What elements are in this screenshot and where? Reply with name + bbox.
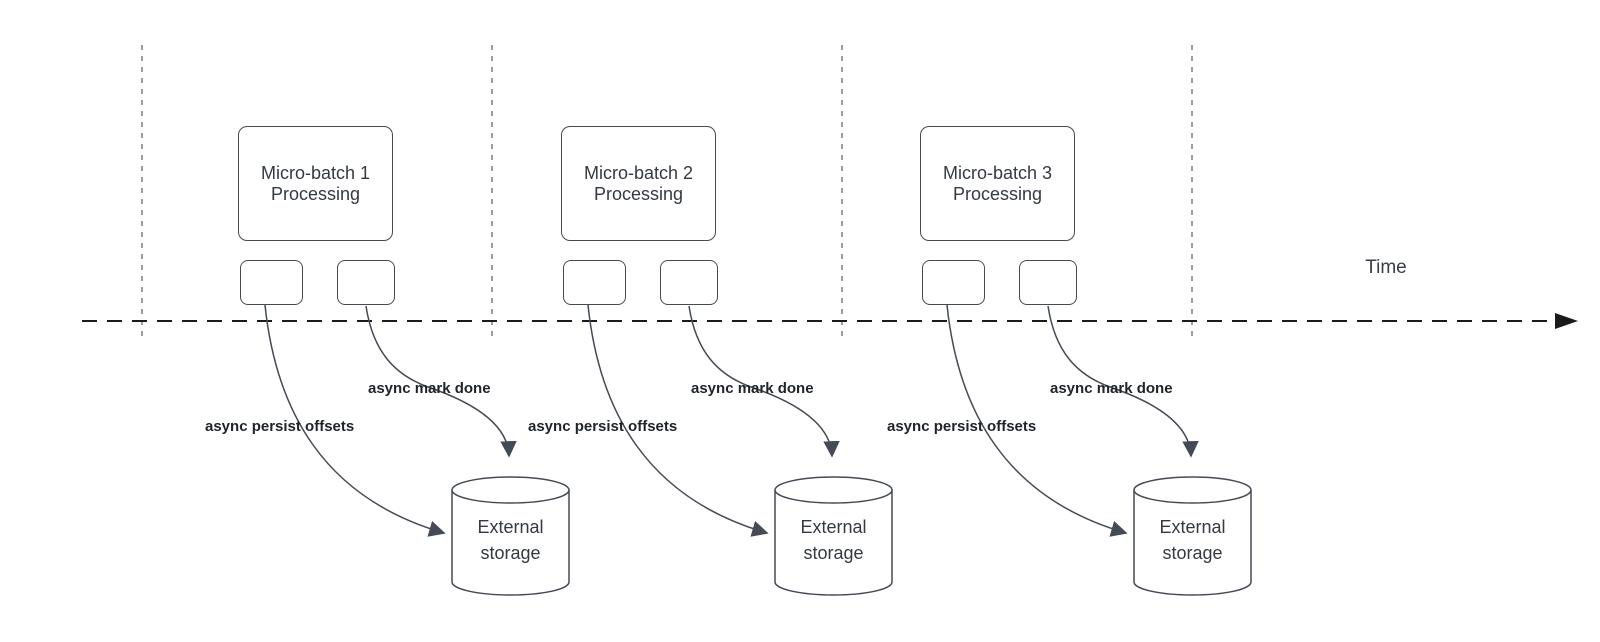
external-storage-cylinder-body bbox=[451, 490, 570, 596]
micro-batch-box-subtitle: Processing bbox=[270, 183, 361, 204]
time-axis-label: Time bbox=[1365, 257, 1407, 278]
persist-offsets-arrow bbox=[587, 304, 769, 537]
persist-offsets-arrow-label: async persist offsets bbox=[205, 418, 355, 435]
mark-done-arrow bbox=[1047, 305, 1199, 458]
mark-done-arrow-label: async mark done bbox=[691, 380, 814, 397]
external-storage-cylinder-top bbox=[451, 476, 570, 504]
offset-task-rect bbox=[240, 260, 303, 305]
mark-done-task-rect bbox=[660, 260, 718, 305]
external-storage-label: External storage bbox=[1134, 514, 1251, 566]
micro-batch-box-title: Micro-batch 3 bbox=[942, 162, 1053, 183]
batch-1-shapes bbox=[264, 304, 570, 596]
external-storage-cylinder-body bbox=[1133, 490, 1252, 596]
external-storage-label-line2: storage bbox=[1162, 543, 1223, 563]
mark-done-arrow bbox=[688, 305, 840, 458]
mark-done-task-rect bbox=[1019, 260, 1077, 305]
micro-batch-1-processing-box: Micro-batch 1 Processing bbox=[238, 126, 393, 241]
external-storage-label-line1: External bbox=[800, 517, 867, 537]
external-storage-label: External storage bbox=[452, 514, 569, 566]
persist-offsets-arrow bbox=[264, 304, 446, 537]
micro-batch-3-processing-box: Micro-batch 3 Processing bbox=[920, 126, 1075, 241]
offset-task-rect bbox=[922, 260, 985, 305]
external-storage-label-line2: storage bbox=[480, 543, 541, 563]
time-axis-arrowhead-icon bbox=[1555, 313, 1578, 329]
micro-batch-box-title: Micro-batch 1 bbox=[260, 162, 371, 183]
external-storage-cylinder-top bbox=[1133, 476, 1252, 504]
batch-3-shapes bbox=[946, 304, 1252, 596]
persist-offsets-arrow-label: async persist offsets bbox=[528, 418, 678, 435]
mark-done-arrow-label: async mark done bbox=[1050, 380, 1173, 397]
persist-offsets-arrow bbox=[946, 304, 1128, 537]
micro-batch-box-title: Micro-batch 2 bbox=[583, 162, 694, 183]
external-storage-label-line1: External bbox=[477, 517, 544, 537]
external-storage-label: External storage bbox=[775, 514, 892, 566]
offset-task-rect bbox=[563, 260, 626, 305]
mark-done-arrow-label: async mark done bbox=[368, 380, 491, 397]
batch-2-shapes bbox=[587, 304, 893, 596]
persist-offsets-arrow-label: async persist offsets bbox=[887, 418, 1037, 435]
micro-batch-2-processing-box: Micro-batch 2 Processing bbox=[561, 126, 716, 241]
external-storage-label-line2: storage bbox=[803, 543, 864, 563]
mark-done-task-rect bbox=[337, 260, 395, 305]
external-storage-cylinder-body bbox=[774, 490, 893, 596]
micro-batch-box-subtitle: Processing bbox=[952, 183, 1043, 204]
external-storage-label-line1: External bbox=[1159, 517, 1226, 537]
micro-batch-box-subtitle: Processing bbox=[593, 183, 684, 204]
external-storage-cylinder-top bbox=[774, 476, 893, 504]
mark-done-arrow bbox=[365, 305, 517, 458]
